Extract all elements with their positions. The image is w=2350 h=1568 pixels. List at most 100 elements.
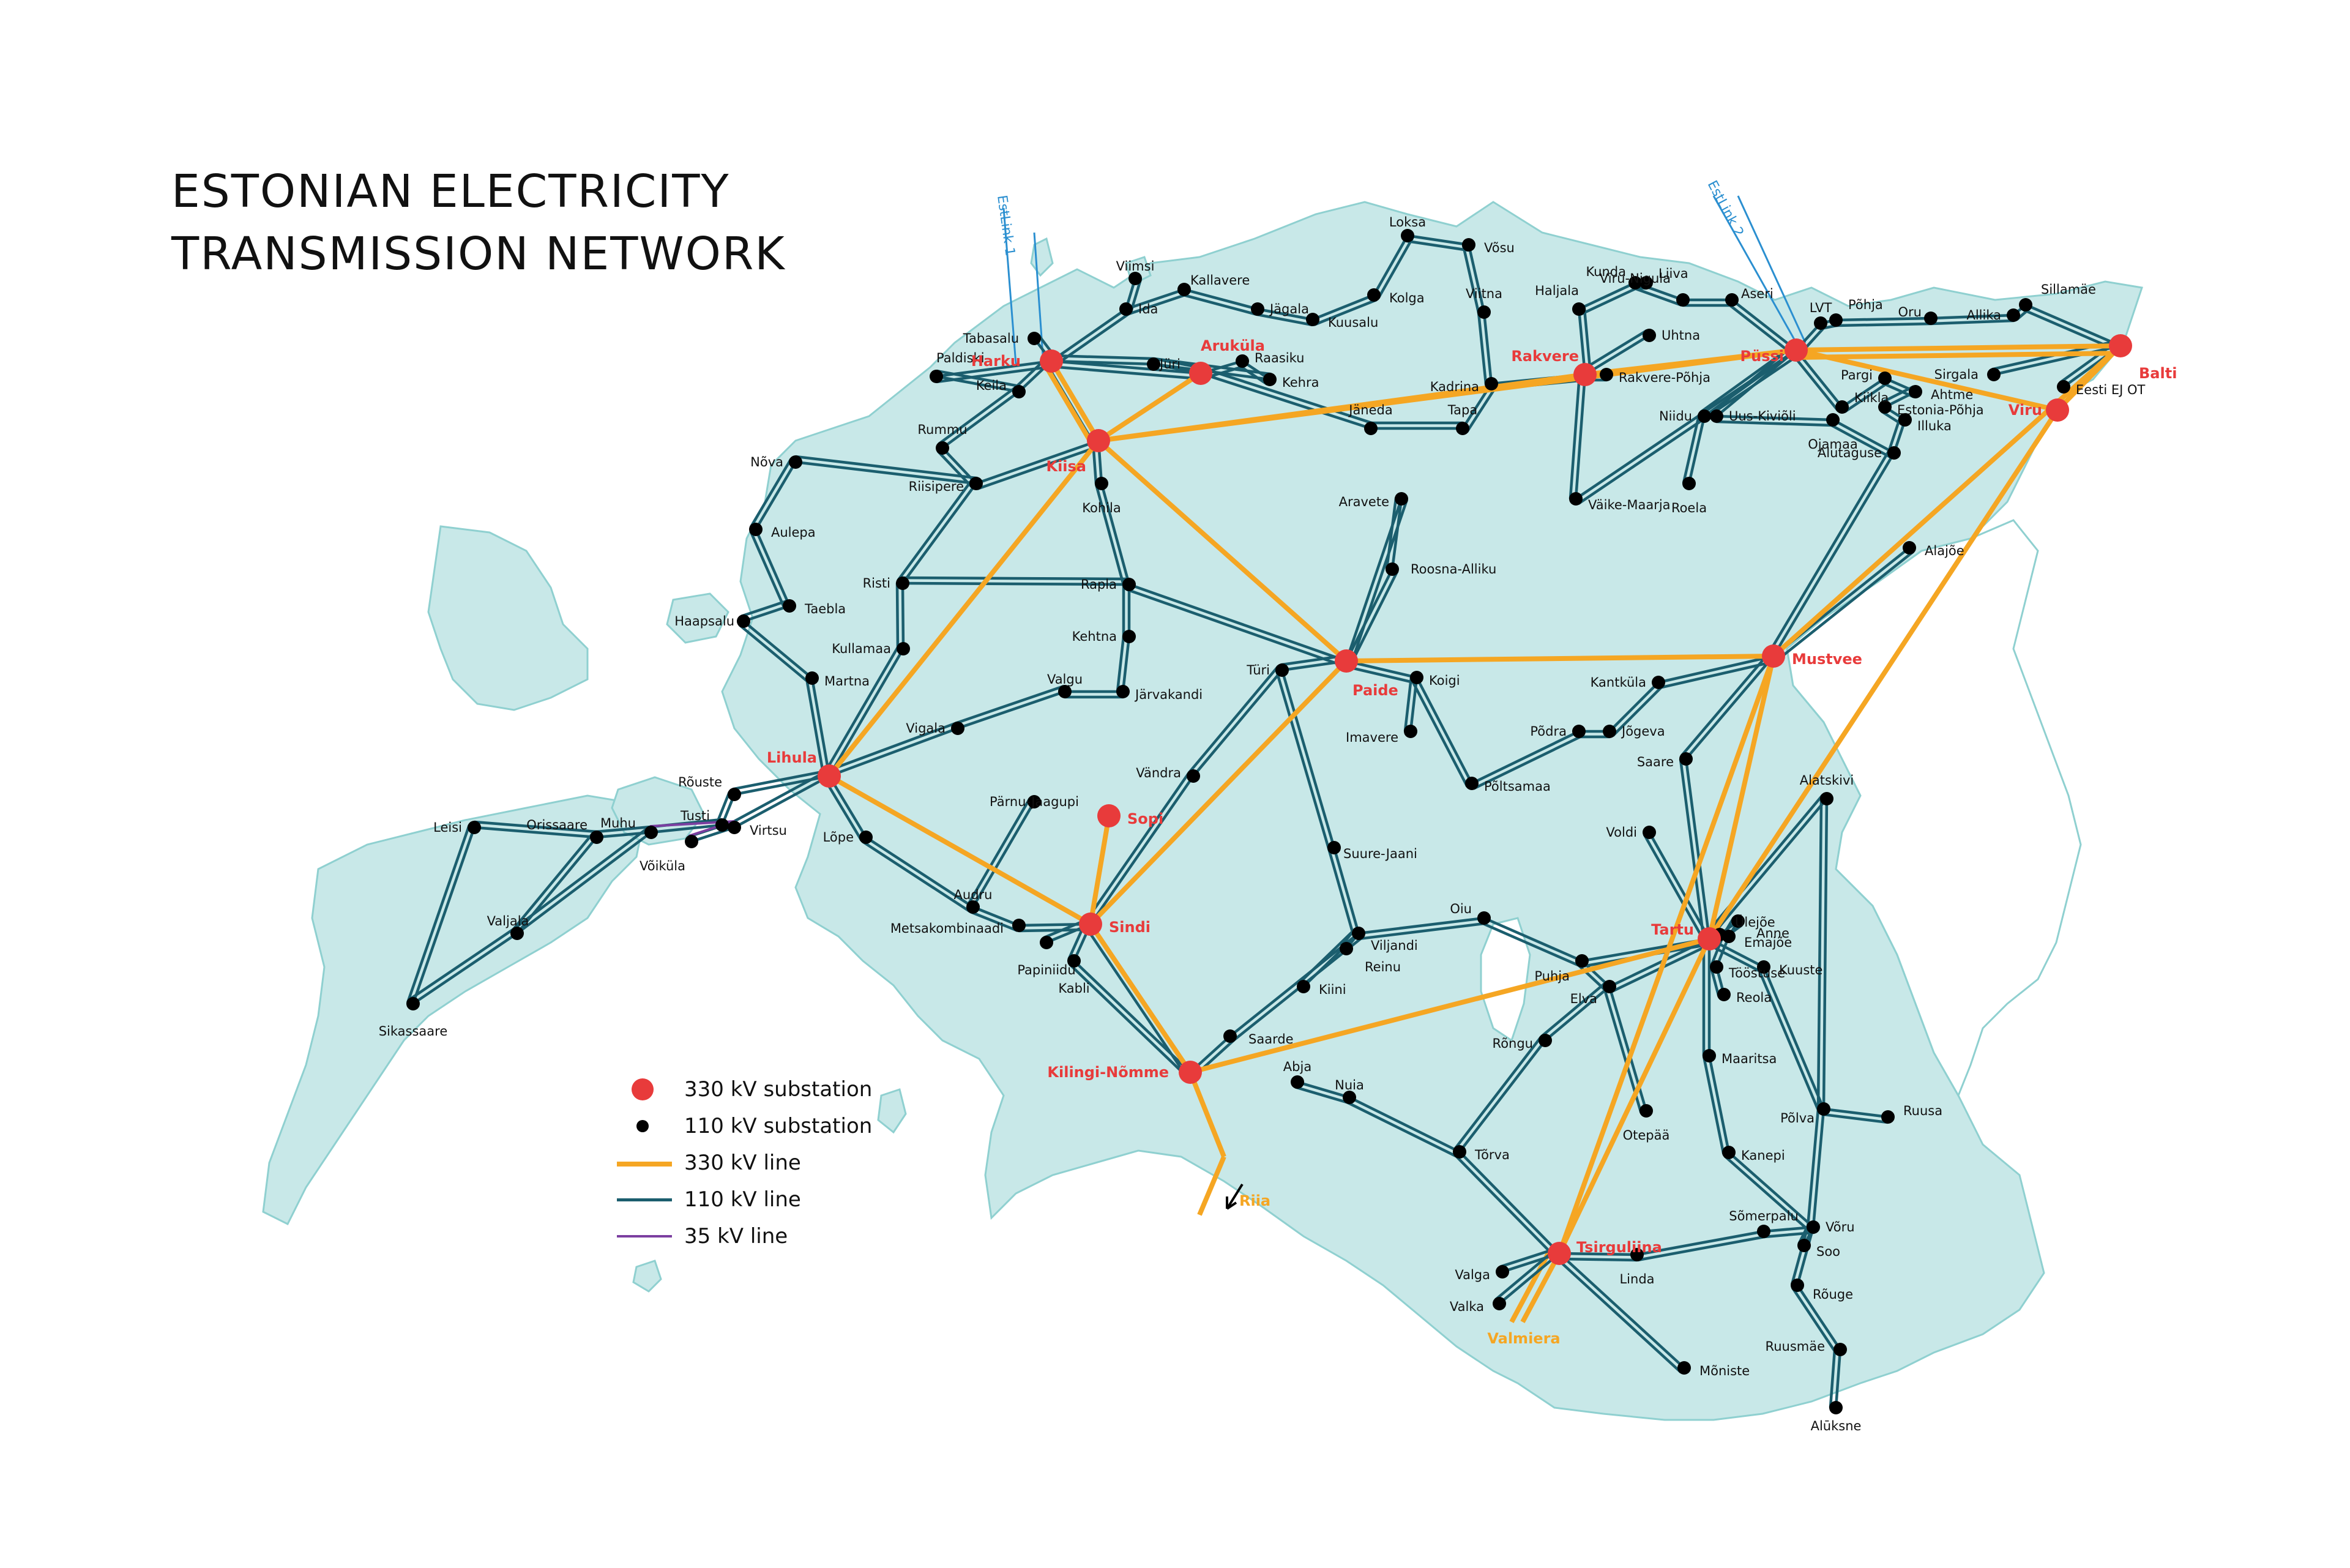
substation-110kv-virtsu[interactable] bbox=[728, 821, 741, 834]
substation-110kv-oiu[interactable] bbox=[1477, 911, 1491, 925]
substation-110kv-riisipere[interactable] bbox=[969, 477, 983, 490]
substation-110kv-haapsalu[interactable] bbox=[737, 614, 750, 628]
substation-330kv-tsirguliina[interactable] bbox=[1548, 1242, 1571, 1265]
substation-110kv-kadrina[interactable] bbox=[1485, 377, 1498, 390]
substation-110kv-puhja[interactable] bbox=[1575, 954, 1589, 968]
substation-110kv-viimsi[interactable] bbox=[1128, 272, 1142, 285]
substation-110kv-taebla[interactable] bbox=[783, 599, 796, 613]
substation-110kv-elva[interactable] bbox=[1603, 980, 1616, 993]
substation-110kv-kiini[interactable] bbox=[1297, 980, 1310, 993]
substation-110kv-rummu[interactable] bbox=[936, 441, 949, 455]
substation-110kv-sillamae[interactable] bbox=[2019, 298, 2032, 312]
substation-110kv-oru[interactable] bbox=[1924, 312, 1938, 325]
substation-110kv-uhtna[interactable] bbox=[1643, 329, 1656, 342]
substation-110kv-moniste[interactable] bbox=[1677, 1361, 1691, 1375]
substation-110kv-polva[interactable] bbox=[1817, 1102, 1830, 1116]
substation-110kv-suure-jaani[interactable] bbox=[1327, 841, 1341, 854]
substation-110kv-kantkula[interactable] bbox=[1652, 676, 1665, 689]
substation-110kv-kabli[interactable] bbox=[1067, 954, 1081, 968]
substation-110kv-parnu-jaagupi[interactable] bbox=[1028, 795, 1041, 808]
substation-110kv-valka[interactable] bbox=[1493, 1297, 1506, 1310]
substation-110kv-linda[interactable] bbox=[1630, 1248, 1644, 1261]
substation-110kv-kolga[interactable] bbox=[1367, 288, 1381, 302]
substation-110kv-viljandi[interactable] bbox=[1352, 927, 1365, 940]
substation-110kv-kullamaa[interactable] bbox=[897, 642, 910, 655]
substation-110kv-kohila[interactable] bbox=[1095, 477, 1108, 490]
substation-110kv-podra[interactable] bbox=[1572, 725, 1586, 738]
substation-110kv-eesti-ej-ot[interactable] bbox=[2057, 380, 2070, 394]
substation-110kv-loksa[interactable] bbox=[1401, 229, 1414, 242]
substation-110kv-abja[interactable] bbox=[1291, 1075, 1304, 1089]
substation-110kv-kuusalu[interactable] bbox=[1306, 313, 1319, 326]
substation-110kv-valjala[interactable] bbox=[510, 927, 524, 940]
substation-110kv-aravete[interactable] bbox=[1395, 492, 1408, 506]
substation-110kv-kehtna[interactable] bbox=[1122, 630, 1136, 643]
substation-110kv-vigala[interactable] bbox=[951, 722, 964, 735]
substation-110kv-aulepa[interactable] bbox=[749, 523, 763, 536]
substation-330kv-tartu[interactable] bbox=[1698, 927, 1721, 950]
substation-110kv-kallavere[interactable] bbox=[1177, 283, 1191, 296]
substation-330kv-harku[interactable] bbox=[1040, 349, 1063, 373]
substation-110kv-voikula[interactable] bbox=[685, 835, 698, 848]
substation-110kv-janeda[interactable] bbox=[1364, 422, 1378, 435]
substation-110kv-rouge[interactable] bbox=[1791, 1279, 1804, 1292]
substation-330kv-lihula[interactable] bbox=[818, 764, 841, 788]
substation-110kv-ahtme[interactable] bbox=[1909, 385, 1922, 398]
substation-330kv-kiisa[interactable] bbox=[1087, 429, 1110, 452]
substation-110kv-otepaa[interactable] bbox=[1639, 1104, 1653, 1118]
substation-110kv-emajoe[interactable] bbox=[1722, 930, 1736, 943]
substation-110kv-ida[interactable] bbox=[1119, 302, 1133, 316]
substation-110kv-vandra[interactable] bbox=[1187, 769, 1200, 783]
substation-110kv-ruusmae[interactable] bbox=[1833, 1343, 1847, 1356]
substation-110kv-pargi[interactable] bbox=[1878, 371, 1892, 385]
substation-110kv-sikassaare[interactable] bbox=[406, 997, 420, 1010]
substation-110kv-metsakombinaadi[interactable] bbox=[1012, 919, 1026, 932]
substation-110kv-raasiku[interactable] bbox=[1236, 354, 1249, 368]
substation-110kv-paldiski[interactable] bbox=[930, 370, 943, 383]
substation-110kv-lvt[interactable] bbox=[1814, 316, 1827, 330]
substation-330kv-rakvere[interactable] bbox=[1573, 363, 1597, 386]
substation-110kv-illuka[interactable] bbox=[1898, 413, 1912, 427]
substation-110kv-risti[interactable] bbox=[896, 577, 909, 590]
substation-110kv-valga[interactable] bbox=[1496, 1265, 1509, 1279]
substation-330kv-arukula[interactable] bbox=[1189, 362, 1212, 385]
substation-110kv-koigi[interactable] bbox=[1410, 671, 1423, 684]
substation-110kv-audru[interactable] bbox=[966, 900, 980, 914]
substation-110kv-maaritsa[interactable] bbox=[1703, 1049, 1716, 1062]
substation-110kv-imavere[interactable] bbox=[1404, 725, 1417, 738]
substation-110kv-aluksne[interactable] bbox=[1829, 1401, 1843, 1414]
substation-110kv-voldi[interactable] bbox=[1643, 826, 1656, 839]
substation-110kv-saarde[interactable] bbox=[1223, 1029, 1237, 1043]
substation-110kv-nova[interactable] bbox=[789, 455, 802, 469]
substation-110kv-uus-kivioli[interactable] bbox=[1710, 409, 1723, 423]
substation-110kv-roela[interactable] bbox=[1682, 477, 1696, 490]
substation-110kv-reinu[interactable] bbox=[1340, 942, 1353, 955]
substation-110kv-vosu[interactable] bbox=[1462, 238, 1475, 252]
substation-110kv-vaike-maarja[interactable] bbox=[1569, 492, 1583, 506]
substation-330kv-viru[interactable] bbox=[2046, 398, 2069, 422]
substation-110kv-roosna-alliku[interactable] bbox=[1386, 562, 1399, 576]
substation-330kv-sindi[interactable] bbox=[1079, 913, 1102, 936]
substation-110kv-niidu[interactable] bbox=[1698, 409, 1711, 423]
substation-110kv-rongu[interactable] bbox=[1539, 1034, 1552, 1047]
substation-110kv-rapla[interactable] bbox=[1122, 578, 1136, 591]
substation-110kv-tabasalu[interactable] bbox=[1028, 332, 1041, 345]
substation-110kv-kuuste[interactable] bbox=[1757, 960, 1770, 974]
substation-110kv-turi[interactable] bbox=[1275, 663, 1289, 677]
substation-110kv-sirgala[interactable] bbox=[1987, 368, 2001, 381]
substation-110kv-allika[interactable] bbox=[2007, 308, 2020, 322]
substation-110kv-estonia-pohja[interactable] bbox=[1878, 400, 1892, 414]
substation-110kv-ruusa[interactable] bbox=[1881, 1110, 1895, 1124]
substation-110kv-soo[interactable] bbox=[1797, 1239, 1811, 1252]
substation-330kv-sopi[interactable] bbox=[1097, 804, 1121, 827]
substation-110kv-martna[interactable] bbox=[805, 671, 819, 685]
substation-110kv-somerpalu[interactable] bbox=[1757, 1225, 1770, 1238]
substation-110kv-leisi[interactable] bbox=[468, 821, 481, 834]
substation-110kv-valgu[interactable] bbox=[1058, 685, 1072, 698]
substation-110kv-rouste[interactable] bbox=[728, 788, 741, 801]
substation-110kv-alajoe[interactable] bbox=[1903, 541, 1916, 554]
substation-110kv-kiikla[interactable] bbox=[1835, 400, 1849, 414]
substation-110kv-kunda[interactable] bbox=[1628, 276, 1642, 289]
substation-110kv-viru-nigula[interactable] bbox=[1676, 293, 1690, 307]
substation-110kv-tapa[interactable] bbox=[1456, 422, 1469, 435]
